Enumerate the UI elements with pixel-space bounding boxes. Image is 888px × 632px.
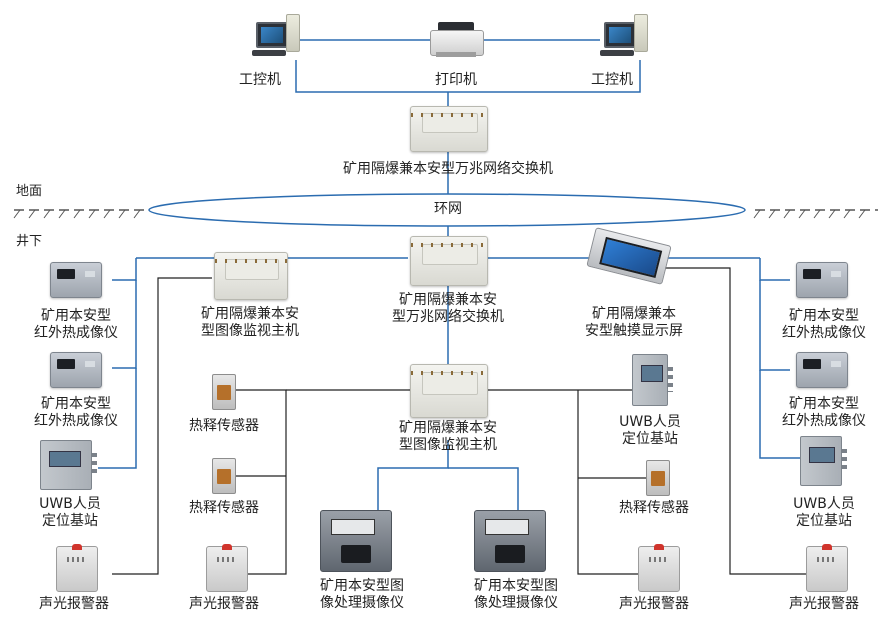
- keyboard-icon: [252, 50, 286, 56]
- right-thermal1-label: 矿用本安型 红外热成像仪: [782, 308, 866, 341]
- image-processing-camera-icon: [474, 510, 546, 572]
- pyroelectric-sensor-icon: [212, 374, 236, 410]
- pc-tower-icon: [634, 14, 648, 52]
- ring-network: [148, 193, 746, 227]
- right-col-uwb: [759, 370, 800, 459]
- monitor-icon: [604, 22, 636, 48]
- pc-tower-icon: [286, 14, 300, 52]
- uwb-base-station-icon: [40, 440, 97, 490]
- right-inner-sensor-label: 热释传感器: [619, 500, 689, 516]
- right-uwb-label: UWB人员 定位基站: [793, 496, 855, 529]
- zone-underground-label: 井下: [16, 234, 43, 249]
- printer-label: 打印机: [435, 72, 477, 88]
- lan-line-pc-right-drop: [448, 60, 641, 93]
- camera2-label: 矿用本安型图 像处理摄像仪: [474, 578, 558, 611]
- ground-hatch: [13, 209, 866, 219]
- pc-left-label: 工控机: [239, 72, 281, 88]
- monitor-icon: [256, 22, 288, 48]
- audible-visual-alarm-icon: [638, 544, 680, 592]
- left-thermal2-label: 矿用本安型 红外热成像仪: [34, 396, 118, 429]
- right-inner-alarm-label: 声光报警器: [619, 596, 689, 612]
- left-col-feeder: [112, 258, 137, 281]
- lower-monitor-host-icon: [410, 364, 488, 418]
- audible-visual-alarm-icon: [206, 544, 248, 592]
- host-to-cam2: [448, 467, 519, 510]
- left-uwb-label: UWB人员 定位基站: [39, 496, 101, 529]
- right-inner-bus: [577, 390, 640, 575]
- host-to-cam1: [377, 440, 449, 510]
- right-col-feeder: [759, 258, 790, 281]
- industrial-pc-left: [250, 12, 300, 60]
- left-sensor1-label: 热释传感器: [189, 418, 259, 434]
- ground-switch-icon: [410, 106, 488, 152]
- touch-display-label: 矿用隔爆兼本 安型触摸显示屏: [585, 306, 683, 339]
- audible-visual-alarm-icon: [56, 544, 98, 592]
- keyboard-icon: [600, 50, 634, 56]
- ring-label: 环网: [434, 201, 462, 217]
- pyroelectric-sensor-icon: [646, 460, 670, 496]
- printer-icon: [430, 22, 484, 60]
- industrial-pc-right: [598, 12, 648, 60]
- audible-visual-alarm-icon: [806, 544, 848, 592]
- uwb-base-station-icon: [632, 354, 673, 406]
- left-col-uwb: [98, 368, 137, 469]
- sensor1-link: [236, 389, 287, 575]
- left-inner-alarm-label: 声光报警器: [189, 596, 259, 612]
- ground-switch-label: 矿用隔爆兼本安型万兆网络交换机: [343, 161, 553, 177]
- left-monitor-host-icon: [214, 252, 288, 300]
- left-monitor-host-label: 矿用隔爆兼本安 型图像监视主机: [201, 306, 299, 339]
- left-thermal1-label: 矿用本安型 红外热成像仪: [34, 308, 118, 341]
- right-alarm-label: 声光报警器: [789, 596, 859, 612]
- pyroelectric-sensor-icon: [212, 458, 236, 494]
- underground-switch-icon: [410, 236, 488, 286]
- lan-line-pc-left-drop: [295, 60, 448, 93]
- underground-switch-label: 矿用隔爆兼本安 型万兆网络交换机: [392, 292, 504, 325]
- thermal-camera-icon: [796, 352, 848, 388]
- right-thermal2-label: 矿用本安型 红外热成像仪: [782, 396, 866, 429]
- thermal-camera-icon: [50, 352, 102, 388]
- uwb-base-station-icon: [800, 436, 847, 486]
- thermal-camera-icon: [796, 262, 848, 298]
- image-processing-camera-icon: [320, 510, 392, 572]
- thermal-camera-icon: [50, 262, 102, 298]
- pc-right-label: 工控机: [591, 72, 633, 88]
- zone-ground-label: 地面: [16, 184, 43, 199]
- lower-monitor-host-label: 矿用隔爆兼本安 型图像监视主机: [399, 420, 497, 453]
- right-touch-to-alarm: [660, 267, 810, 575]
- camera1-label: 矿用本安型图 像处理摄像仪: [320, 578, 404, 611]
- left-alarm-label: 声光报警器: [39, 596, 109, 612]
- left-sensor2-label: 热释传感器: [189, 500, 259, 516]
- left-host-to-alarm: [112, 277, 212, 575]
- right-inner-uwb-label: UWB人员 定位基站: [619, 414, 681, 447]
